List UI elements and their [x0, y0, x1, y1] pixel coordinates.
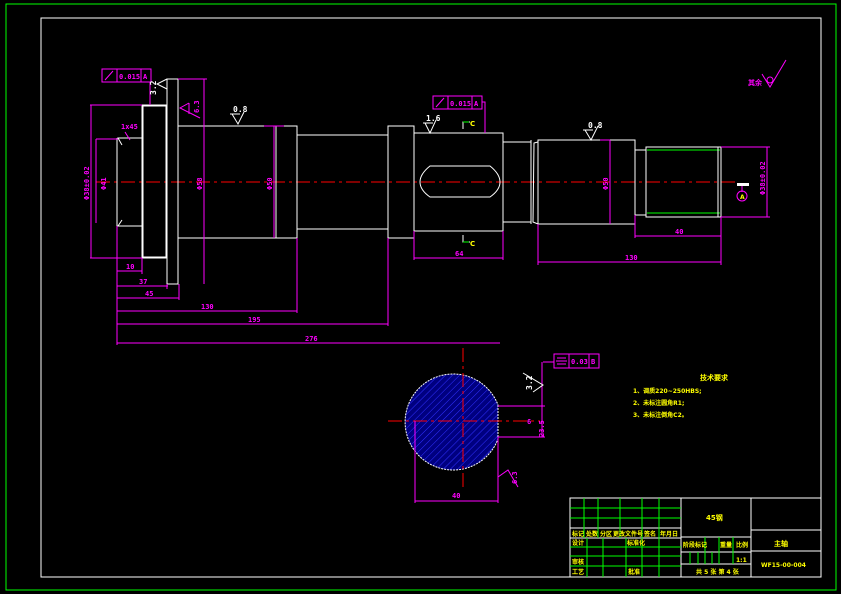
- section-marks: C C: [462, 120, 475, 248]
- inner-frame: [40, 17, 822, 578]
- roughness-icon: [497, 469, 519, 488]
- svg-text:0.8: 0.8: [233, 105, 248, 114]
- svg-text:重量: 重量: [720, 541, 732, 549]
- svg-text:年月日: 年月日: [660, 530, 678, 538]
- dim-chamfer: 1x45: [121, 123, 138, 131]
- runout-icon: [435, 97, 445, 108]
- outer-frame: [5, 3, 837, 591]
- svg-text:2、未标注圆角R1;: 2、未标注圆角R1;: [633, 399, 684, 407]
- roughness-icon: 6.3: [178, 100, 201, 119]
- svg-text:3.2: 3.2: [525, 375, 534, 390]
- roughness-icon: [522, 372, 544, 393]
- svg-text:处数: 处数: [585, 530, 599, 538]
- svg-text:技术要求: 技术要求: [700, 373, 729, 382]
- technical-requirements: 技术要求 1、调质220~250HBS; 2、未标注圆角R1; 3、未标注倒角C…: [633, 373, 729, 419]
- dimension-texts: Φ38±0.02 Φ41 Φ58 Φ50 Φ50 Φ38±0.02 1x45 1…: [83, 123, 767, 343]
- svg-text:6: 6: [527, 418, 531, 426]
- svg-text:签名: 签名: [643, 530, 656, 538]
- dim-40: 40: [675, 228, 683, 236]
- svg-text:3、未标注倒角C2。: 3、未标注倒角C2。: [633, 411, 688, 419]
- keyway-slot: [419, 165, 501, 198]
- gtol-frame-3: [553, 353, 600, 369]
- dim-276: 276: [305, 335, 318, 343]
- svg-text:A: A: [740, 194, 745, 201]
- runout-icon: [104, 70, 114, 81]
- dim-37: 37: [139, 278, 147, 286]
- dim-bearing-right: Φ50: [602, 177, 610, 190]
- svg-text:6.3: 6.3: [193, 100, 201, 113]
- svg-text:设计: 设计: [572, 539, 584, 547]
- roughness-icon: 1.6: [423, 114, 441, 135]
- svg-text:A: A: [474, 100, 479, 108]
- svg-text:A: A: [143, 73, 148, 81]
- svg-text:其余: 其余: [748, 78, 763, 87]
- svg-text:C: C: [470, 120, 475, 128]
- svg-text:40: 40: [452, 492, 460, 500]
- roughness-icon: 3.2: [149, 78, 168, 95]
- roughness-icon: 0.8: [583, 121, 603, 142]
- svg-text:6.3: 6.3: [511, 471, 519, 484]
- dim-45: 45: [145, 290, 153, 298]
- dim-195: 195: [248, 316, 261, 324]
- part-name: 主轴: [774, 539, 788, 548]
- material: 45钢: [706, 513, 723, 522]
- dim-bearing-left: Φ50: [266, 177, 274, 190]
- gtol-frame-2: 0.015 A: [432, 95, 486, 133]
- roughness-icon: 0.8: [230, 105, 248, 126]
- svg-text:工艺: 工艺: [572, 568, 584, 576]
- scale-value: 1:1: [736, 557, 747, 564]
- svg-text:1.6: 1.6: [426, 114, 441, 123]
- svg-text:标记: 标记: [571, 530, 584, 538]
- svg-text:3.2: 3.2: [149, 80, 158, 95]
- svg-text:分区: 分区: [600, 530, 612, 538]
- drawing-number: WF15-00-004: [761, 562, 806, 569]
- svg-text:1、调质220~250HBS;: 1、调质220~250HBS;: [633, 387, 702, 395]
- general-roughness-icon: 其余: [748, 59, 787, 88]
- dimension-lines: [90, 78, 770, 345]
- dim-64: 64: [455, 250, 463, 258]
- svg-text:更改文件号: 更改文件号: [613, 530, 643, 538]
- dim-left-end: Φ41: [100, 177, 108, 190]
- dim-130: 130: [201, 303, 214, 311]
- svg-text:0.03: 0.03: [571, 358, 588, 366]
- svg-text:比例: 比例: [736, 541, 748, 549]
- hatched-section: [404, 373, 499, 471]
- dim-130-right: 130: [625, 254, 638, 262]
- svg-text:0.015: 0.015: [450, 100, 471, 108]
- svg-text:标准化: 标准化: [626, 539, 645, 547]
- svg-text:0.8: 0.8: [588, 121, 603, 130]
- title-block: 45钢 主轴 WF15-00-004 阶段标记 重量 比例 1:1 共 5 张 …: [569, 497, 822, 578]
- svg-text:C: C: [470, 240, 475, 248]
- datum-a-marker: A: [736, 183, 749, 202]
- dim-right-end: Φ38±0.02: [759, 161, 767, 195]
- svg-text:23.5: 23.5: [538, 420, 546, 437]
- gtol-frame-1: 0.015 A: [101, 68, 152, 105]
- section-view: 40 6 23.5 0.03 B 3.2 6.3: [388, 348, 600, 503]
- dim-10: 10: [126, 263, 134, 271]
- svg-text:批准: 批准: [628, 568, 640, 576]
- dim-flange: Φ58: [196, 177, 204, 190]
- svg-text:审核: 审核: [572, 558, 584, 566]
- svg-text:B: B: [591, 358, 595, 366]
- roughness-symbols: 0.8 1.6 0.8 3.2 6.3 其余: [149, 59, 787, 142]
- shaft-outline: [116, 78, 722, 285]
- svg-text:0.015: 0.015: [119, 73, 140, 81]
- svg-text:阶段标记: 阶段标记: [683, 541, 707, 549]
- dim-left-end-outer: Φ38±0.02: [83, 166, 91, 200]
- sheet-info: 共 5 张 第 4 张: [696, 568, 740, 576]
